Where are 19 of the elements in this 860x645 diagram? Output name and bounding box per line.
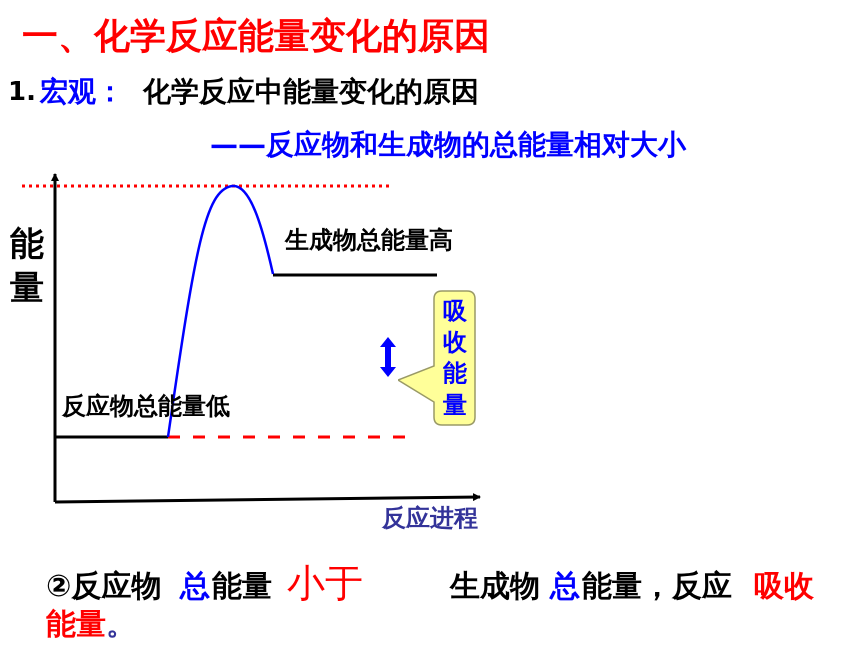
level-label: 生成物总能量高 (285, 227, 453, 255)
sentence-text: 总 (550, 570, 580, 604)
axis-label: 反应进程 (382, 505, 478, 533)
sentence-text: 能量 (212, 570, 272, 604)
heading-text: 宏观： (40, 76, 124, 108)
sentence-text: ②反应物 (46, 570, 162, 604)
list-number: 1. (8, 78, 36, 108)
sentence-text: 总 (180, 570, 210, 604)
subheading-text: ——反应物和生成物的总能量相对大小 (210, 129, 686, 162)
sentence-text: 能量 (46, 608, 106, 642)
heading-text: 化学反应中能量变化的原因 (143, 76, 479, 108)
title: 一、化学反应能量变化的原因 (22, 16, 490, 58)
sentence-text: 吸收 (754, 570, 814, 604)
axis-label: 能量 (10, 223, 45, 310)
sentence-text: 能量，反应 (582, 570, 732, 604)
callout-text: 吸收能量 (443, 296, 468, 421)
sentence-text: 生成物 (450, 570, 540, 604)
sentence-text: 小于 (287, 562, 363, 606)
sentence-text: 。 (106, 608, 136, 642)
